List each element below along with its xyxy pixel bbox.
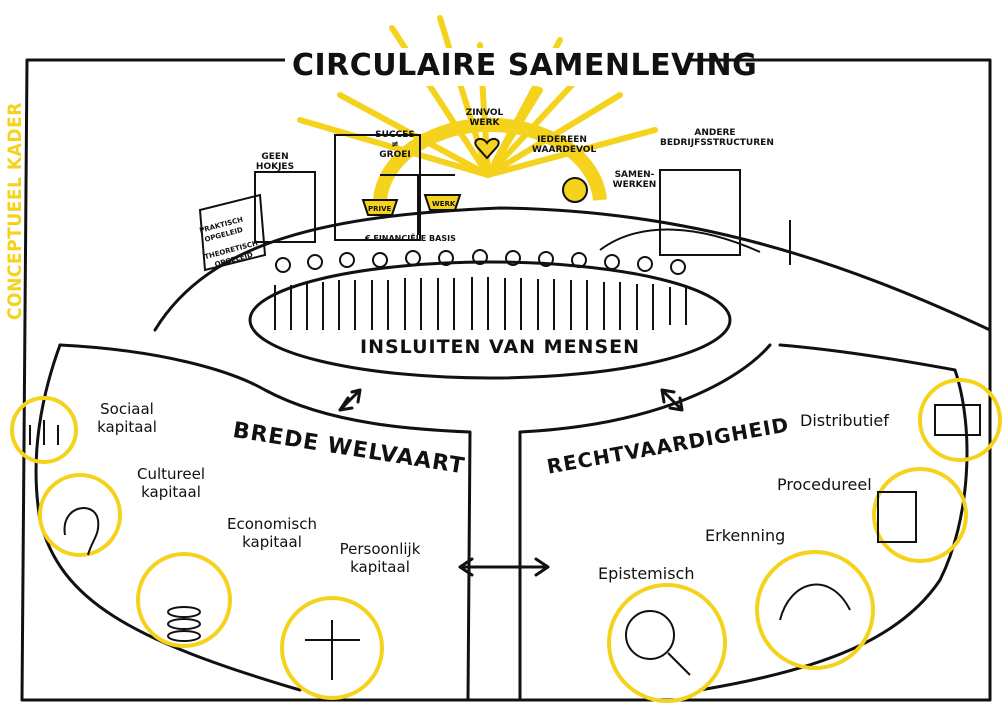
capital-circles (10, 396, 384, 700)
arrow-left (338, 388, 362, 412)
side-label: CONCEPTUEEL KADER (4, 102, 26, 320)
erkenning-circle (755, 550, 875, 670)
heart-icon (474, 137, 500, 160)
justice-circles (607, 378, 1002, 703)
office-building-2 (659, 169, 741, 256)
head-icon (63, 507, 100, 556)
label-financiele: € FINANCIËLE BASIS (365, 234, 456, 243)
trees (599, 228, 761, 253)
label-succes: SUCCES ≠ GROEI (375, 130, 415, 160)
label-zinvol: ZINVOL WERK (465, 108, 504, 128)
frame (20, 58, 992, 702)
label-procedureel: Procedureel (777, 475, 872, 494)
scale-pans (361, 137, 588, 216)
title-backdrop (285, 48, 690, 86)
pan-prive (361, 199, 399, 216)
label-erkenning: Erkenning (705, 526, 786, 545)
label-samenwerken: SAMEN- WERKEN (612, 170, 657, 190)
circle-icons (29, 404, 981, 680)
epistemisch-circle (607, 583, 727, 703)
sociaal-circle (10, 396, 78, 464)
center-label: INSLUITEN VAN MENSEN (360, 336, 641, 358)
magnifier-icon (625, 610, 675, 660)
center-ellipse (248, 260, 732, 380)
box-hokjes (198, 193, 267, 272)
label-distributief: Distributief (800, 411, 889, 430)
diamond-icon (562, 177, 588, 203)
page-title: CIRCULAIRE SAMENLEVING (292, 48, 758, 83)
label-economisch: Economisch kapitaal (227, 515, 317, 551)
door-frame (254, 171, 316, 243)
sun-rays (297, 15, 658, 178)
label-prive: PRIVE (368, 205, 392, 213)
label-iedereen: IEDEREEN WAARDEVOL (532, 135, 597, 155)
pan-werk (423, 194, 462, 211)
truck-icon (934, 404, 981, 436)
label-sociaal: Sociaal kapitaal (97, 400, 157, 436)
thumbs-up-icon (779, 583, 851, 621)
left-bowl (58, 343, 472, 702)
dome-arc (153, 206, 992, 332)
label-andere: ANDERE BEDRIJFSSTRUCTUREN (660, 128, 774, 148)
crowd (274, 249, 687, 330)
arrow-horizontal (458, 557, 550, 577)
label-epistemisch: Epistemisch (598, 564, 695, 583)
label-persoonlijk: Persoonlijk kapitaal (339, 540, 421, 576)
label-werk: WERK (432, 200, 456, 208)
scene-sketch (198, 134, 791, 272)
people-icon (29, 420, 59, 445)
coins-icon (167, 606, 201, 618)
cultureel-circle (38, 473, 122, 557)
procedureel-circle (872, 467, 968, 563)
arrow-right (660, 388, 684, 412)
person-icon (305, 620, 360, 680)
economisch-circle (136, 552, 232, 648)
persoonlijk-circle (280, 596, 384, 700)
checklist-icon (877, 491, 917, 543)
sun-arc (372, 117, 607, 211)
label-geen-hokjes: GEEN HOKJES (255, 152, 295, 172)
distributief-circle (918, 378, 1002, 462)
label-cultureel: Cultureel kapitaal (137, 465, 205, 501)
right-bowl (518, 343, 772, 702)
office-building (334, 134, 421, 241)
